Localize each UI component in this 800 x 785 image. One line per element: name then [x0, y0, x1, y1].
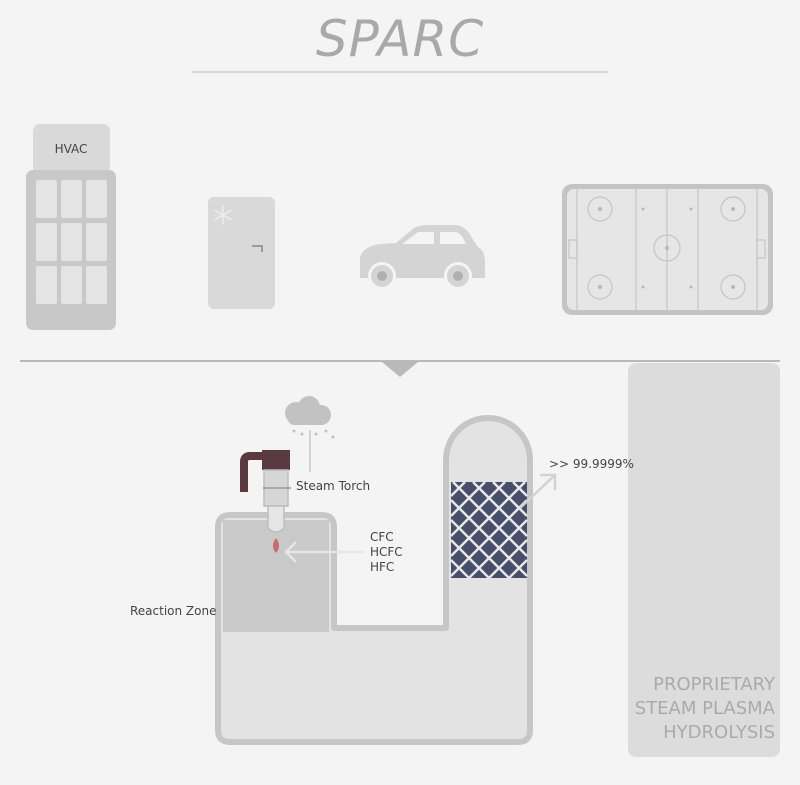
- gas-hcfc-label: HCFC: [370, 545, 403, 559]
- flame-icon: [273, 538, 279, 553]
- ice-rink-icon: [562, 184, 773, 315]
- filter-mesh-pattern: [450, 481, 528, 579]
- fridge-handle: [252, 245, 263, 252]
- reactor-vessel: [215, 415, 533, 745]
- side-panel-line-2: STEAM PLASMA: [635, 698, 776, 719]
- hvac-panels: [36, 180, 107, 304]
- steam-cloud-icon: [285, 396, 335, 439]
- snowflake-icon: [214, 205, 232, 225]
- side-panel-line-3: HYDROLYSIS: [663, 722, 775, 743]
- hvac-label: HVAC: [55, 142, 88, 156]
- refrigerator-icon: [208, 197, 275, 309]
- page-title: SPARC: [315, 10, 485, 68]
- steam-torch-label: Steam Torch: [296, 479, 370, 493]
- gas-input-arrow-icon: [284, 541, 364, 563]
- efficiency-label: >> 99.9999%: [549, 457, 634, 471]
- hvac-unit: HVAC: [26, 124, 116, 330]
- exhaust-arrow-icon: [519, 473, 557, 509]
- reaction-zone: [223, 520, 329, 632]
- side-panel-line-1: PROPRIETARY: [653, 674, 776, 695]
- down-pointer-icon: [382, 362, 418, 377]
- side-panel: [628, 363, 780, 757]
- car-icon: [360, 225, 485, 290]
- gas-cfc-label: CFC: [370, 530, 394, 544]
- hvac-cap: [33, 124, 110, 174]
- gas-hfc-label: HFC: [370, 560, 394, 574]
- steam-torch: [240, 450, 291, 553]
- reaction-zone-label: Reaction Zone: [130, 604, 216, 618]
